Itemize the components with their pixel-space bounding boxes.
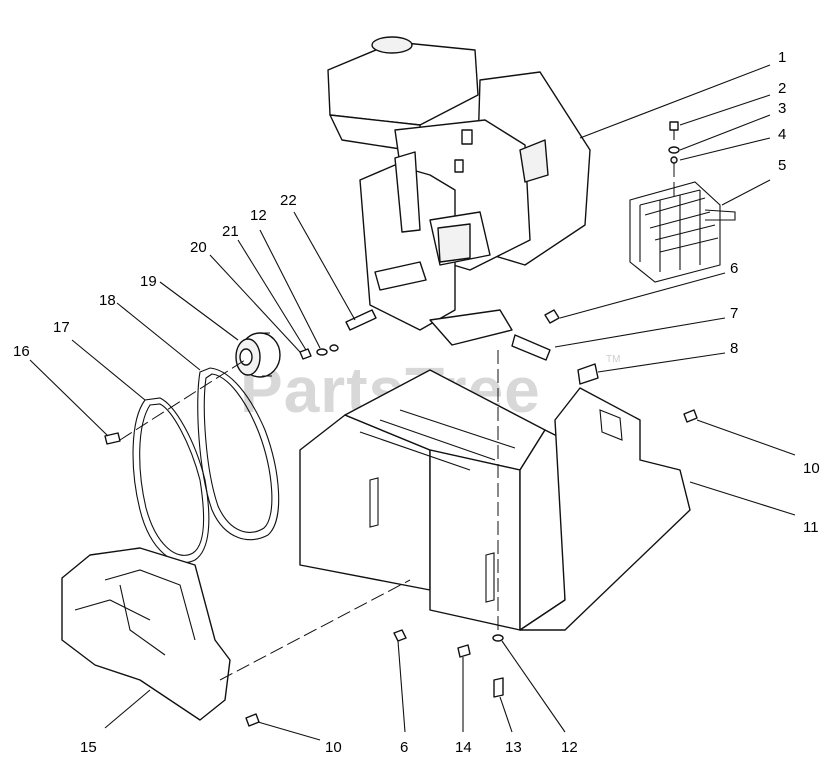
callout-7: 7 [730, 305, 738, 322]
guard-bracket [629, 181, 736, 283]
engine [327, 36, 591, 346]
callout-3: 3 [778, 100, 786, 117]
pulley [235, 332, 281, 378]
mounting-plate [519, 387, 691, 631]
callout-6-top: 6 [730, 260, 738, 277]
belts [132, 367, 280, 564]
callout-4: 4 [778, 126, 786, 143]
callout-11: 11 [803, 519, 819, 536]
callout-15: 15 [80, 739, 97, 756]
leader-lines [29, 64, 796, 741]
callout-22: 22 [280, 192, 297, 209]
callout-2: 2 [778, 80, 786, 97]
callout-1: 1 [778, 49, 786, 66]
alignment-lines [119, 350, 499, 681]
callout-8: 8 [730, 340, 738, 357]
callout-14: 14 [455, 739, 472, 756]
belt-cover [61, 547, 231, 721]
callout-5: 5 [778, 157, 786, 174]
callout-labels: 1 2 3 4 5 6 7 8 10 11 12 21 22 20 19 18 … [13, 49, 820, 756]
callout-16: 16 [13, 343, 30, 360]
callout-20: 20 [190, 239, 207, 256]
loose-hardware [104, 309, 698, 727]
frame-bracket [299, 369, 566, 631]
callout-19: 19 [140, 273, 157, 290]
shaft-hardware [299, 309, 377, 360]
callout-12-top: 12 [250, 207, 267, 224]
bolt-washer-stack [668, 121, 680, 200]
callout-6-bottom: 6 [400, 739, 408, 756]
callout-21: 21 [222, 223, 239, 240]
callout-18: 18 [99, 292, 116, 309]
callout-12-bottom: 12 [561, 739, 578, 756]
callout-17: 17 [53, 319, 70, 336]
watermark-trademark: TM [606, 354, 620, 365]
callout-10-bottom: 10 [325, 739, 342, 756]
callout-13: 13 [505, 739, 522, 756]
callout-10-right: 10 [803, 460, 820, 477]
